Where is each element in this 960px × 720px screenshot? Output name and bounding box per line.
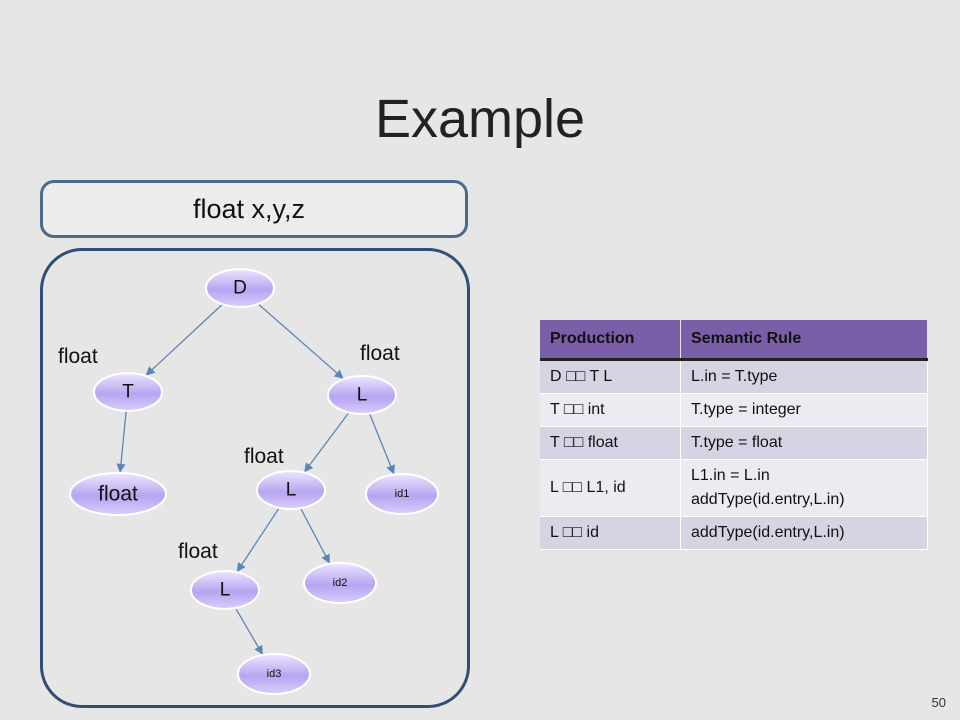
tree-node-label: id2	[333, 577, 348, 589]
tree-node-shape	[365, 473, 439, 515]
tree-node-id3: id3	[237, 653, 311, 695]
table-header-row: Production Semantic Rule	[540, 320, 928, 361]
tree-node-float-leaf: float	[69, 472, 167, 516]
type-annotation-l-mid: float	[244, 445, 284, 468]
tree-node-shape	[69, 472, 167, 516]
type-annotation-l-bot: float	[178, 540, 218, 563]
tree-edge-L_top-id1	[368, 413, 395, 475]
table-row: T □□ float T.type = float	[540, 426, 928, 460]
rule-cell: T.type = float	[680, 426, 928, 460]
tree-node-id1: id1	[365, 473, 439, 515]
tree-node-t: T	[93, 372, 163, 412]
rule-cell: T.type = integer	[680, 393, 928, 427]
tree-node-shape	[303, 562, 377, 604]
tree-edge-L_mid-L_bot	[236, 507, 280, 573]
tree-node-shape	[256, 470, 326, 510]
table-row: L □□ id addType(id.entry,L.in)	[540, 516, 928, 550]
table-row: D □□ T L L.in = T.type	[540, 359, 928, 394]
tree-edge-L_mid-id2	[300, 507, 330, 564]
tree-node-label: float	[98, 483, 138, 506]
production-cell: T □□ float	[540, 426, 681, 460]
tree-edge-D-T	[145, 303, 223, 376]
production-cell: T □□ int	[540, 393, 681, 427]
tree-node-label: L	[357, 385, 368, 406]
tree-node-l-mid: L	[256, 470, 326, 510]
rule-cell: L1.in = L.in addType(id.entry,L.in)	[680, 459, 928, 517]
page-number: 50	[931, 695, 946, 710]
tree-node-label: D	[233, 278, 247, 299]
tree-node-shape	[93, 372, 163, 412]
tree-node-label: id3	[267, 668, 282, 680]
tree-node-shape	[237, 653, 311, 695]
tree-node-label: L	[286, 480, 297, 501]
production-cell: L □□ L1, id	[540, 459, 681, 517]
rule-cell: addType(id.entry,L.in)	[680, 516, 928, 550]
tree-edge-T-float_leaf	[116, 410, 127, 473]
header-semantic-rule: Semantic Rule	[680, 320, 928, 361]
semantic-rules-table: Production Semantic Rule D □□ T L L.in =…	[540, 320, 928, 550]
tree-node-id2: id2	[303, 562, 377, 604]
tree-edge-D-L_top	[257, 303, 344, 379]
tree-edge-L_top-L_mid	[304, 412, 350, 473]
production-cell: L □□ id	[540, 516, 681, 550]
tree-node-shape	[190, 570, 260, 610]
tree-edge-L_bot-id3	[234, 607, 263, 655]
tree-node-d: D	[205, 268, 275, 308]
tree-node-label: id1	[395, 488, 410, 500]
type-annotation-t: float	[58, 345, 98, 368]
parse-tree-frame	[40, 248, 470, 708]
slide-title: Example	[374, 89, 586, 149]
tree-node-shape	[205, 268, 275, 308]
table-row: L □□ L1, id L1.in = L.in addType(id.entr…	[540, 459, 928, 517]
table-row: T □□ int T.type = integer	[540, 393, 928, 427]
production-cell: D □□ T L	[540, 359, 681, 394]
tree-node-label: L	[220, 580, 231, 601]
tree-node-l-bot: L	[190, 570, 260, 610]
tree-node-label: T	[122, 382, 134, 403]
tree-node-l-top: L	[327, 375, 397, 415]
tree-node-shape	[327, 375, 397, 415]
header-production: Production	[540, 320, 681, 361]
input-code-box: float x,y,z	[40, 180, 468, 238]
rule-cell: L.in = T.type	[680, 359, 928, 394]
type-annotation-l-top: float	[360, 342, 400, 365]
